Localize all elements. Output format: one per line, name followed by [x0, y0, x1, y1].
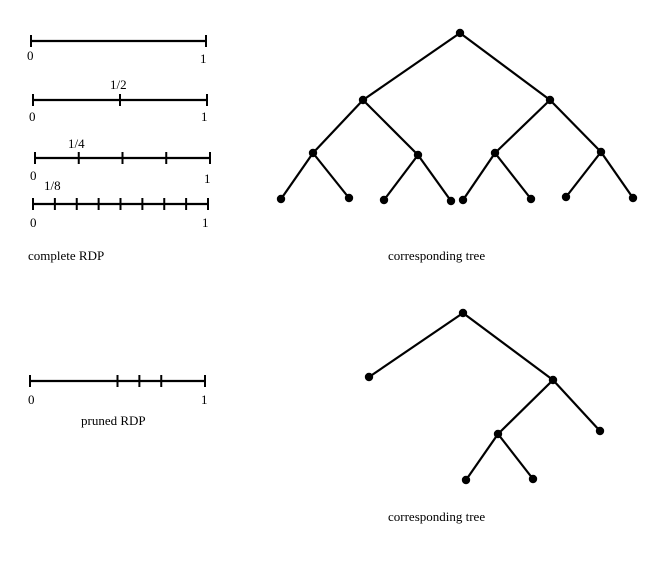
tree-edge — [462, 312, 554, 381]
tick-label-eighth: 1/8 — [44, 178, 61, 193]
tree-leaf-node — [561, 192, 571, 202]
complete-tree — [276, 28, 638, 206]
caption-pruned-tree: corresponding tree — [388, 509, 485, 524]
tree-node — [413, 150, 423, 160]
caption-complete-tree: corresponding tree — [388, 248, 485, 263]
tick-label-0: 0 — [27, 48, 34, 63]
tick-label-0: 0 — [30, 215, 37, 230]
tick-label-1: 1 — [200, 51, 207, 66]
rdp-level-0: 0 1 — [27, 35, 207, 66]
tree-node — [545, 95, 555, 105]
pruned-tree — [364, 308, 605, 485]
rdp-level-1: 1/2 0 1 — [29, 77, 208, 124]
tree-edge — [383, 154, 419, 201]
tick-label-1: 1 — [201, 392, 208, 407]
rdp-level-2: 1/4 0 1 — [30, 136, 211, 186]
tree-edge — [497, 433, 534, 480]
tree-edge — [312, 99, 364, 154]
tree-leaf-node — [276, 194, 286, 204]
tree-leaf-node — [446, 196, 456, 206]
rdp-level-3: 1/8 0 1 — [30, 178, 209, 230]
tree-edge — [417, 154, 452, 202]
tree-edge — [280, 152, 314, 200]
tree-edge — [362, 32, 461, 101]
tree-edge — [494, 99, 551, 154]
tree-node — [308, 148, 318, 158]
tree-leaf-node — [458, 195, 468, 205]
tree-edge — [459, 32, 551, 101]
tree-root-node — [455, 28, 465, 38]
tree-edge — [549, 99, 602, 153]
tree-leaf-node — [595, 426, 605, 436]
tree-edge — [368, 312, 464, 378]
tree-leaf-node — [528, 474, 538, 484]
tree-node — [493, 429, 503, 439]
tree-edge — [494, 152, 532, 200]
tick-label-1: 1 — [204, 171, 211, 186]
tree-edge — [497, 379, 554, 435]
tick-label-half: 1/2 — [110, 77, 127, 92]
tree-edge — [312, 152, 350, 199]
tree-leaf-node — [461, 475, 471, 485]
tick-label-0: 0 — [28, 392, 35, 407]
tree-root-node — [458, 308, 468, 318]
tree-leaf-node — [526, 194, 536, 204]
tree-node — [358, 95, 368, 105]
tree-edge — [462, 152, 496, 201]
tick-label-0: 0 — [29, 109, 36, 124]
caption-pruned-rdp: pruned RDP — [81, 413, 146, 428]
tree-edge — [465, 433, 499, 481]
tree-edge — [362, 99, 419, 156]
tree-node — [596, 147, 606, 157]
tree-leaf-node — [628, 193, 638, 203]
tree-node — [548, 375, 558, 385]
tree-edge — [552, 379, 601, 432]
tree-edge — [565, 151, 602, 198]
tree-edge — [600, 151, 634, 199]
tree-leaf-node — [379, 195, 389, 205]
tick-label-quarter: 1/4 — [68, 136, 85, 151]
tick-label-1: 1 — [202, 215, 209, 230]
tick-label-0: 0 — [30, 168, 37, 183]
tree-leaf-node — [364, 372, 374, 382]
caption-complete-rdp: complete RDP — [28, 248, 104, 263]
tick-label-1: 1 — [201, 109, 208, 124]
tree-leaf-node — [344, 193, 354, 203]
pruned-rdp: 0 1 — [28, 375, 208, 407]
tree-node — [490, 148, 500, 158]
